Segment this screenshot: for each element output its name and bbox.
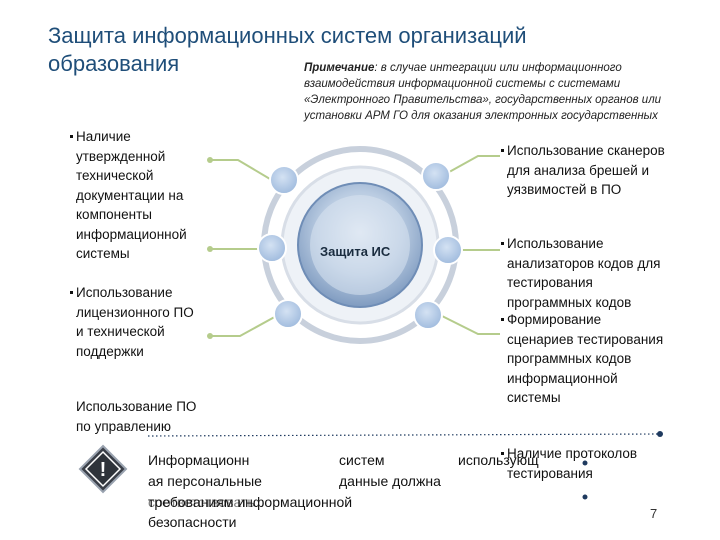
node-right-middle — [433, 235, 463, 265]
node-left-middle — [257, 233, 287, 263]
footer-word-2: систем — [339, 452, 385, 468]
connector-dot — [207, 157, 213, 163]
connector-left-3 — [210, 313, 281, 337]
node-left-top — [269, 165, 299, 195]
orbit-nodes — [257, 161, 463, 330]
footer-line-2b: данные должна — [339, 473, 441, 489]
left-connectors — [210, 159, 281, 337]
right-item-1: Использование сканеров для анализа бреше… — [501, 141, 687, 200]
left-item-3: Использование ПО по управлению уязвимост… — [76, 397, 201, 441]
svg-text:!: ! — [100, 459, 107, 481]
separator-dot — [657, 431, 663, 437]
note-label: Примечание — [304, 62, 375, 74]
dotted-separator — [147, 433, 661, 437]
separator-dot — [582, 494, 588, 500]
connector-left-1 — [210, 159, 271, 180]
core-inner — [310, 195, 410, 295]
connector-right-1 — [441, 155, 500, 177]
left-item-1: Наличие утвержденной технической докумен… — [70, 127, 201, 264]
exclamation-icon: ! — [78, 444, 128, 494]
left-connector-dots — [207, 157, 213, 339]
connector-dot — [207, 246, 213, 252]
page-number: 7 — [650, 506, 658, 521]
footer-line-3: соответствовать — [148, 494, 255, 510]
node-left-bottom — [273, 299, 303, 329]
right-connectors — [439, 155, 500, 335]
note-block: Примечание: в случае интеграции или инфо… — [304, 60, 704, 124]
note-text: : в случае интеграции или информационног… — [304, 62, 662, 122]
footer-word-1: Информационн — [148, 452, 250, 468]
node-right-bottom — [413, 300, 443, 330]
center-label: Защита ИС — [320, 244, 391, 259]
footer-word-3: использующ — [458, 452, 539, 468]
right-item-2: Использование анализаторов кодов для тес… — [501, 234, 667, 312]
separator-dot — [582, 460, 588, 466]
connector-right-3 — [439, 314, 500, 335]
page-title: Защита информационных систем организаций… — [48, 23, 527, 76]
right-item-3: Формирование сценариев тестирования прог… — [501, 310, 667, 408]
node-right-top — [421, 161, 451, 191]
footer-line-3b: требованиям информационной — [148, 494, 353, 510]
right-item-4: Наличие протоколов тестирования — [501, 444, 667, 483]
footer-line-2a: ая персональные — [148, 473, 262, 489]
footer-line-4: безопасности — [148, 514, 237, 530]
connector-dot — [207, 333, 213, 339]
left-item-2: Использование лицензионного ПО и техниче… — [70, 283, 201, 361]
